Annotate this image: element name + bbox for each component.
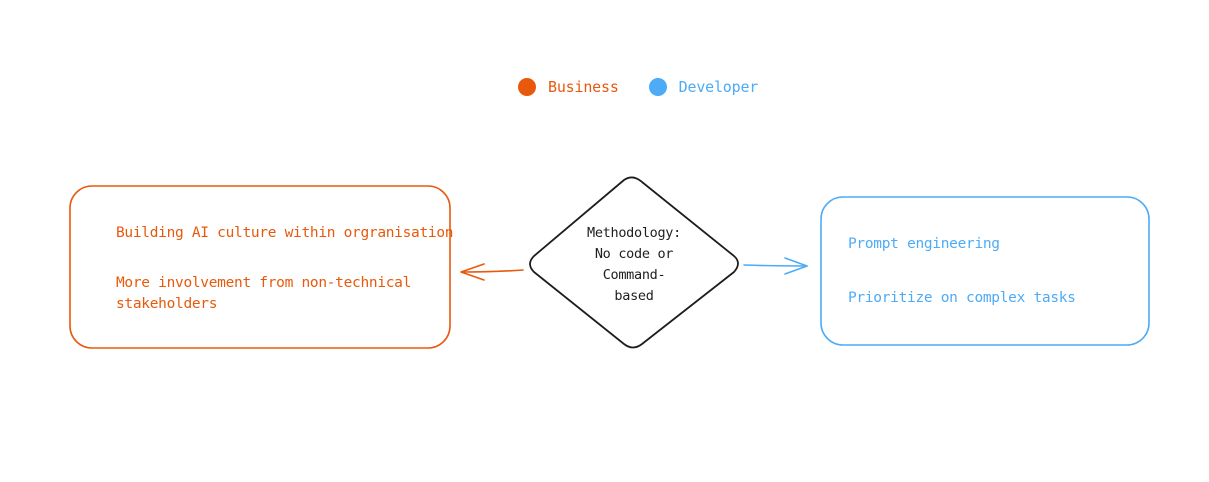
business-item: More involvement from non-technical stak… — [116, 275, 412, 312]
methodology-label: Methodology: No code or Command- based — [587, 225, 681, 304]
legend-label-developer: Developer — [678, 78, 759, 96]
legend-item-business: Business — [518, 78, 619, 96]
developer-box[interactable] — [820, 196, 1150, 346]
arrow-to-business — [460, 263, 524, 281]
developer-dot-icon — [648, 78, 667, 96]
legend-label-business: Business — [548, 78, 619, 96]
arrow-to-developer — [743, 257, 808, 275]
developer-item: Prompt engineering — [848, 236, 1000, 252]
legend: Business Developer — [518, 78, 788, 96]
methodology-diamond[interactable] — [529, 176, 739, 349]
business-item: Building AI culture within orgranisation — [116, 225, 454, 241]
legend-item-developer: Developer — [648, 78, 759, 96]
business-box[interactable] — [69, 185, 451, 349]
business-dot-icon — [518, 78, 536, 96]
developer-item: Prioritize on complex tasks — [848, 290, 1076, 306]
